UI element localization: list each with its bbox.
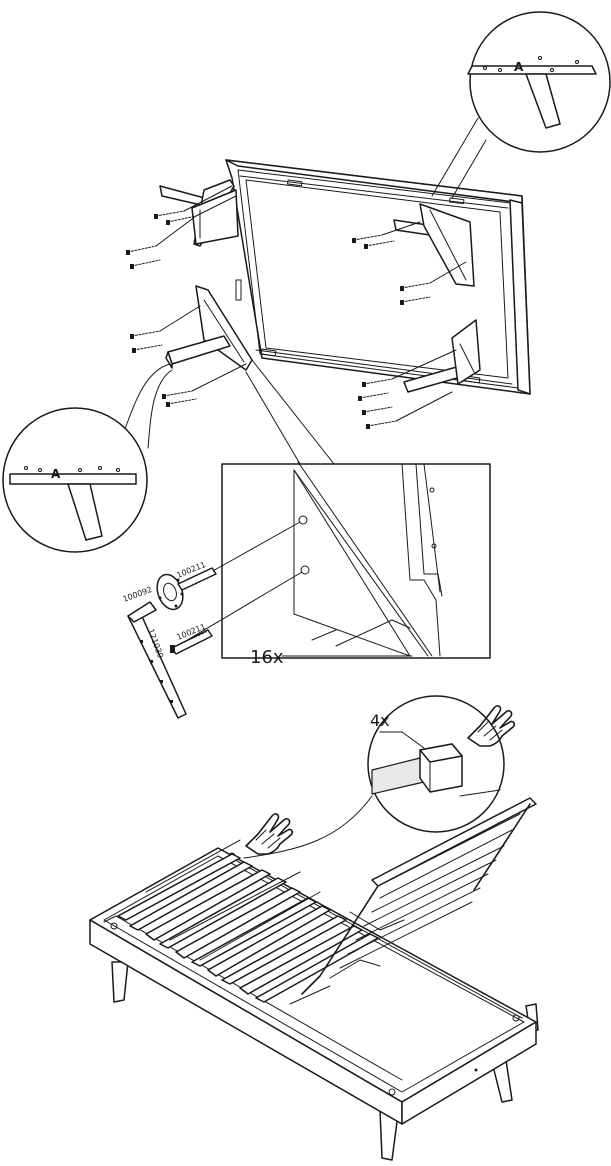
hardware-parts: 121030 100092 100211 100211 [122,560,217,719]
bed-slats [117,839,379,1003]
leg-bottom-left [165,285,253,371]
hand-press-icon [245,813,294,855]
cap-count-4x: 4x [370,711,390,730]
screw-count-16x: 16x [250,647,284,668]
zoom-ray-left [245,371,301,465]
frame-assembly [225,159,531,395]
allen-key: 121030 [127,601,187,719]
detail-inset-box: 16x [183,461,491,668]
cap-detail-circle: 4x [243,695,505,859]
leg-label-a-left: A [51,467,61,481]
washer-code-label: 100092 [122,585,154,604]
leg-label-a-top: A [514,60,524,74]
leg-bottom-right [403,319,481,393]
screws-group [126,185,467,429]
detail-circle-top-right: A [431,11,611,199]
hand-press-icon [467,705,516,747]
bolt-lower: 100211 [170,622,213,655]
bolt-upper: 100211 [175,560,217,591]
zoom-ray-right [251,359,335,465]
detail-circle-left: A [2,363,173,553]
backrest-frame [289,797,537,1005]
